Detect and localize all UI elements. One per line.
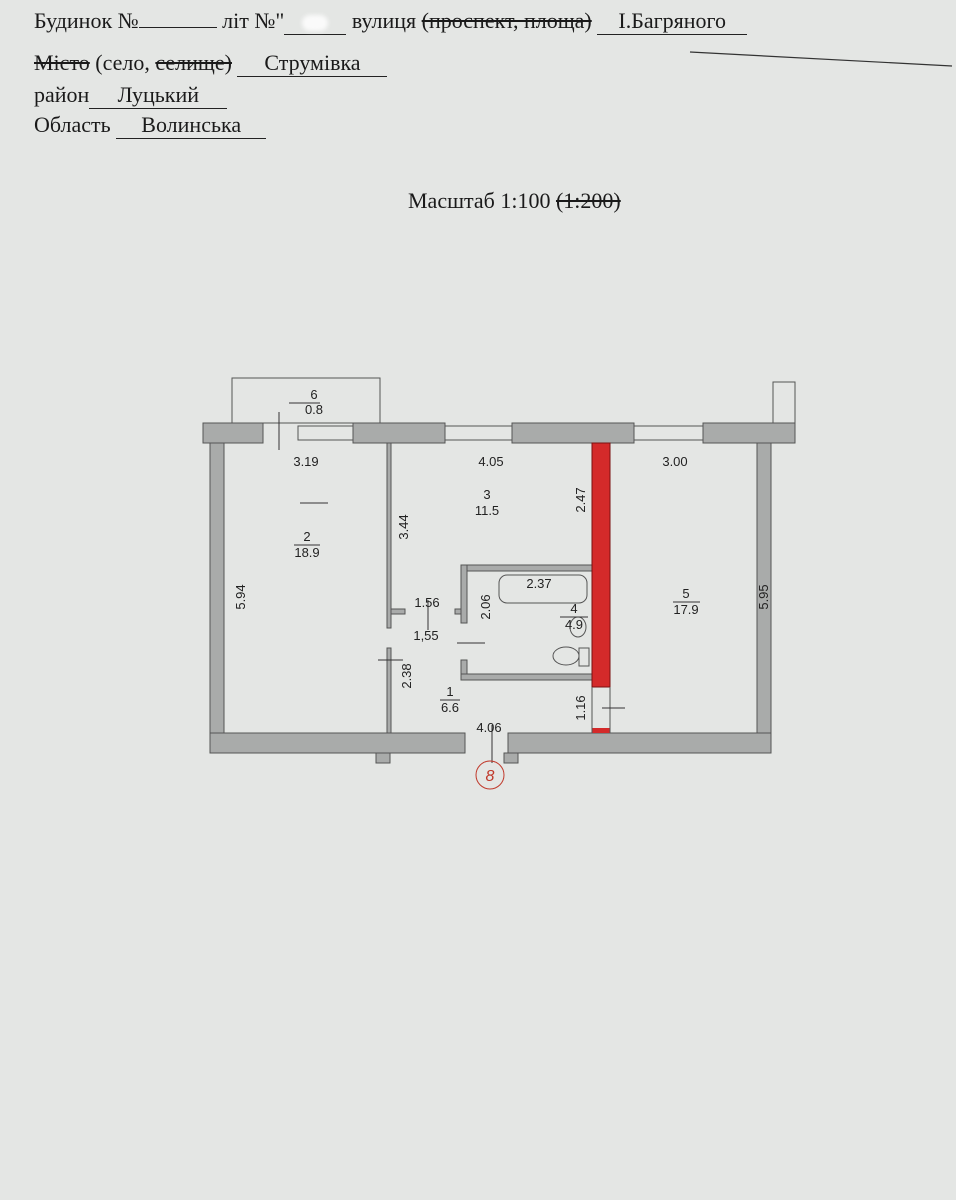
wall-top-2 xyxy=(352,422,446,444)
windows xyxy=(297,425,704,441)
wall-top-3 xyxy=(511,422,635,444)
window xyxy=(633,425,704,441)
bathroom-wall-bottom xyxy=(460,673,593,681)
dim-partition-upper: 1.56 xyxy=(414,595,439,610)
room5-area: 17.9 xyxy=(673,602,698,617)
dim-room5-width: 3.00 xyxy=(662,454,687,469)
dim-room2-length: 5.94 xyxy=(233,584,248,609)
room1-number: 1 xyxy=(446,684,453,699)
address-line-house: Будинок № літ №" вулиця (проспект, площа… xyxy=(34,8,748,35)
address-line-region: Область Волинська xyxy=(34,112,267,139)
house-number-field xyxy=(138,27,217,28)
wall-top-1 xyxy=(202,422,264,444)
room5-number: 5 xyxy=(682,586,689,601)
district-label: район xyxy=(34,82,90,107)
wall-stub xyxy=(375,752,391,764)
room2-number: 2 xyxy=(303,529,310,544)
lit-field xyxy=(284,8,347,35)
wall-room2-room3 xyxy=(386,442,392,629)
district-value: Луцький xyxy=(89,82,228,109)
dim-red-wall: 2.47 xyxy=(573,487,588,512)
street-underline-extension xyxy=(689,51,953,67)
dim-room3-length: 3.44 xyxy=(396,514,411,539)
dim-bath-length: 2.37 xyxy=(526,576,551,591)
region-label: Область xyxy=(34,112,111,137)
demolished-wall-end xyxy=(592,728,610,733)
dim-bath-height: 2.06 xyxy=(478,594,493,619)
dim-corridor-length: 2.38 xyxy=(399,663,414,688)
settlement-struck: селище) xyxy=(155,50,232,75)
street-value: І.Багряного xyxy=(597,8,748,35)
column-outline xyxy=(772,381,796,424)
wall-bottom-1 xyxy=(209,732,466,754)
scale-label: Масштаб 1:100 xyxy=(408,188,551,213)
balcony-outline xyxy=(231,377,381,424)
wall-stub xyxy=(503,752,519,764)
toilet-icon xyxy=(552,646,580,666)
bathroom-wall-left xyxy=(460,564,468,624)
room4-area: 4.9 xyxy=(565,617,583,632)
lit-label: літ №" xyxy=(222,8,285,33)
village-label: (село, xyxy=(95,50,150,75)
bathroom-wall-top xyxy=(460,564,593,572)
house-label: Будинок № xyxy=(34,8,139,33)
dim-room3-width: 4.05 xyxy=(478,454,503,469)
room3-number: 3 xyxy=(483,487,490,502)
wall-left xyxy=(209,442,225,754)
window xyxy=(297,425,354,441)
room6-number: 6 xyxy=(310,387,317,402)
demolished-wall xyxy=(591,442,611,688)
toilet-tank xyxy=(578,647,590,667)
scale-struck: (1:200) xyxy=(555,188,621,213)
bathtub-icon xyxy=(498,574,588,604)
wall-bottom-2 xyxy=(507,732,772,754)
dim-room5-length: 5.95 xyxy=(756,584,771,609)
region-value: Волинська xyxy=(116,112,267,139)
room2-area: 18.9 xyxy=(294,545,319,560)
dim-room2-width: 3.19 xyxy=(293,454,318,469)
room4-number: 4 xyxy=(570,601,577,616)
scale-line: Масштаб 1:100 (1:200) xyxy=(408,188,621,214)
window xyxy=(444,425,513,441)
village-value: Струмівка xyxy=(237,50,388,77)
room6-area: 0.8 xyxy=(305,402,323,417)
walls xyxy=(202,377,796,764)
fixtures xyxy=(498,574,590,667)
street-label: вулиця xyxy=(351,8,417,33)
wall-room2-corridor xyxy=(386,647,392,734)
stamp-circle xyxy=(475,760,505,790)
dimension-ticks xyxy=(278,402,700,763)
partition-room3-corridor xyxy=(390,608,406,615)
dim-partition-lower: 1,55 xyxy=(413,628,438,643)
redaction-blur xyxy=(302,14,329,31)
dim-door-width: 1.16 xyxy=(573,695,588,720)
wall-top-4 xyxy=(702,422,796,444)
street-struck: (проспект, площа) xyxy=(421,8,592,33)
address-line-city: Місто (село, селище) Струмівка xyxy=(34,50,388,77)
stamp-number: 8 xyxy=(486,768,495,785)
dim-corridor-width: 4.06 xyxy=(476,720,501,735)
room3-area: 11.5 xyxy=(475,503,499,518)
city-struck: Місто xyxy=(34,50,90,75)
room1-area: 6.6 xyxy=(441,700,459,715)
